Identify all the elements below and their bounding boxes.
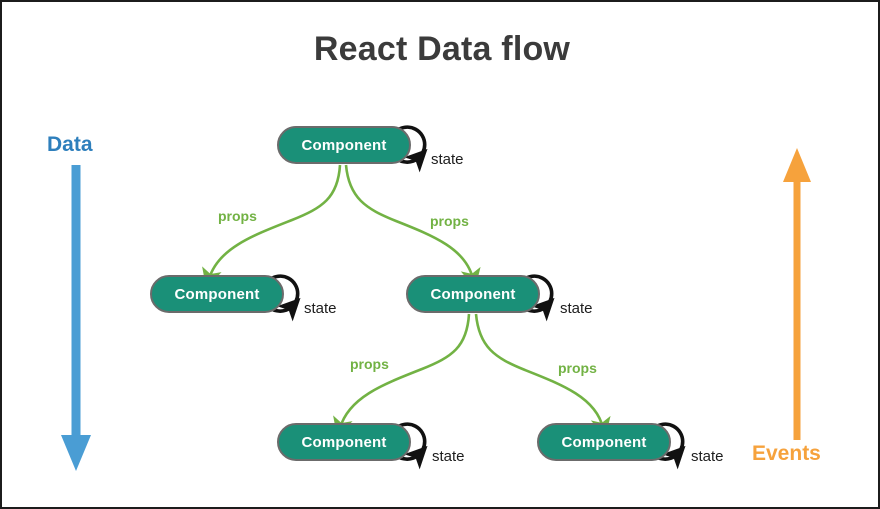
props-label-child-right-to-grand-right: props [558, 360, 597, 376]
props-edge-child-right-to-grand-left [333, 313, 471, 438]
props-label-root-to-child-left: props [218, 208, 257, 224]
state-label-grand-left: state [432, 448, 465, 465]
node-label: Component [430, 285, 516, 303]
node-label: Component [301, 136, 387, 154]
props-label-root-to-child-right: props [430, 213, 469, 229]
node-label: Component [174, 285, 260, 303]
data-flow-arrow [61, 165, 91, 471]
props-edge-root-to-child-left [202, 164, 342, 289]
props-edge-child-right-to-grand-right [474, 313, 611, 438]
props-edge-root-to-child-right [344, 164, 481, 289]
node-child-left[interactable]: Component [150, 275, 284, 313]
data-flow-label: Data [47, 133, 93, 156]
state-label-child-left: state [304, 300, 337, 317]
events-flow-label: Events [752, 442, 821, 465]
events-flow-arrow [783, 148, 811, 440]
node-grand-right[interactable]: Component [537, 423, 671, 461]
node-grand-left[interactable]: Component [277, 423, 411, 461]
state-label-root: state [431, 151, 464, 168]
node-label: Component [301, 433, 387, 451]
node-label: Component [561, 433, 647, 451]
props-label-child-right-to-grand-left: props [350, 356, 389, 372]
state-label-grand-right: state [691, 448, 724, 465]
page-title: React Data flow [313, 30, 571, 68]
node-child-right[interactable]: Component [406, 275, 540, 313]
state-label-child-right: state [560, 300, 593, 317]
node-root[interactable]: Component [277, 126, 411, 164]
